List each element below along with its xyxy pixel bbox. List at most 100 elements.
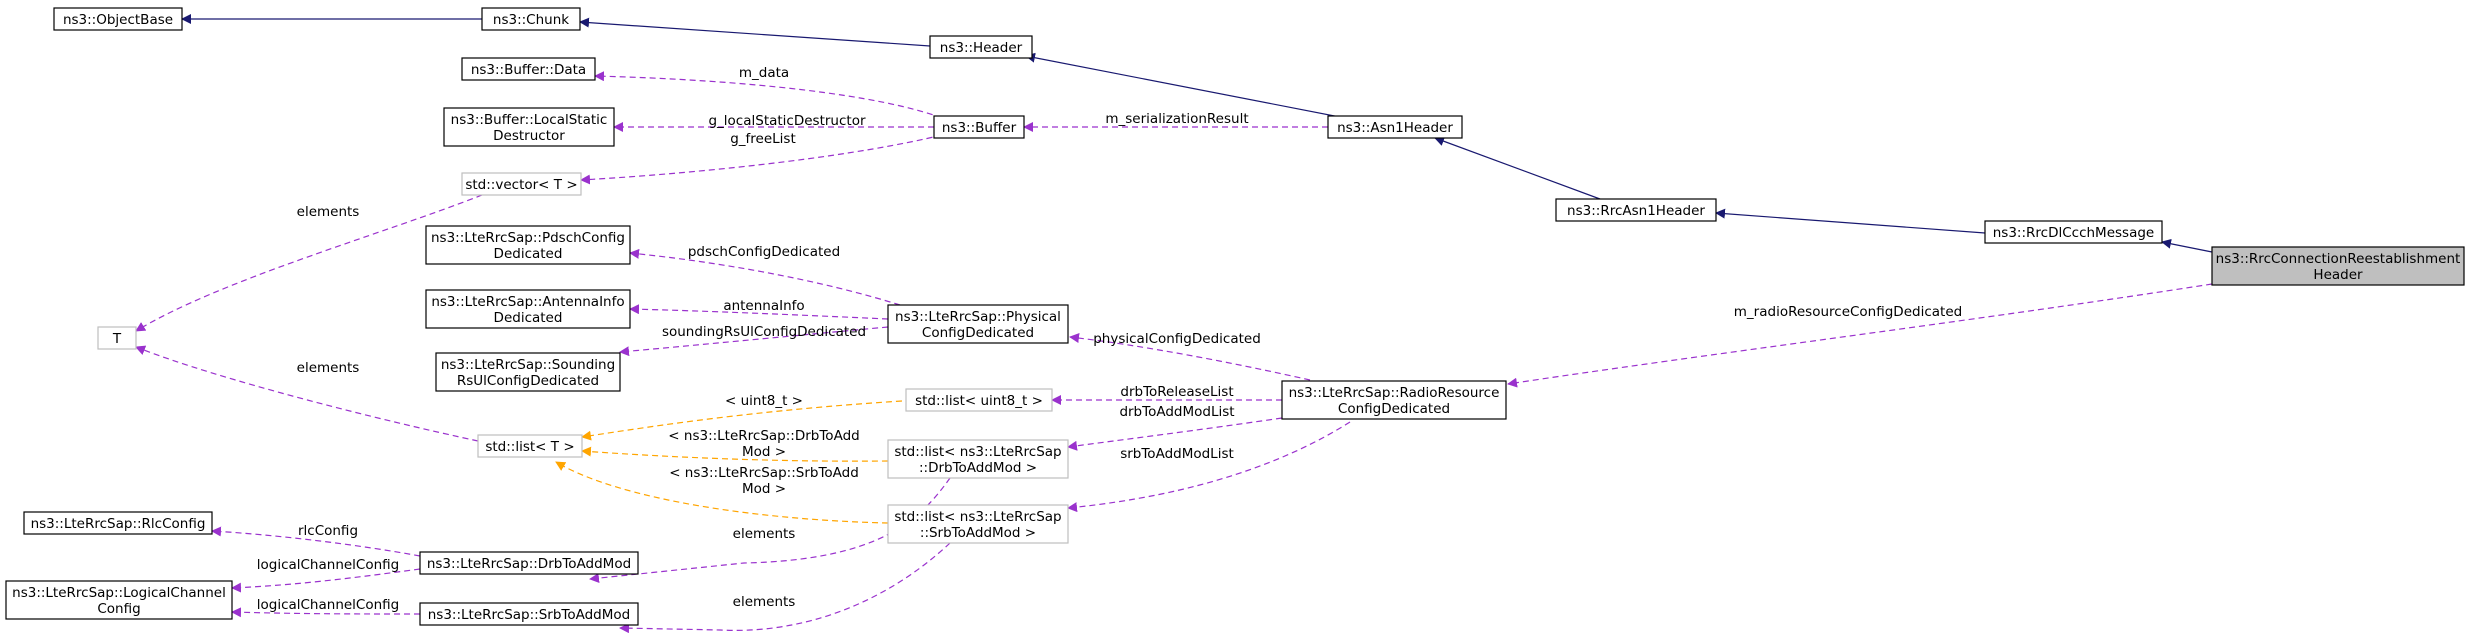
node-t[interactable]: T xyxy=(97,326,137,350)
node-label-line2: Destructor xyxy=(493,128,565,144)
edge-label-logicalchannelconfig-drb: logicalChannelConfig xyxy=(257,557,400,573)
node-buffer-localstaticdestructor[interactable]: ns3::Buffer::LocalStatic Destructor xyxy=(443,107,615,147)
edge-label-drbtoreleaselist: drbToReleaseList xyxy=(1120,384,1233,400)
node-chunk[interactable]: ns3::Chunk xyxy=(481,7,581,31)
edge-label-antennainfo: antennaInfo xyxy=(723,298,804,314)
node-list-srbtoaddmod[interactable]: std::list< ns3::LteRrcSap ::SrbToAddMod … xyxy=(887,504,1069,544)
node-soundingrsulconfigdedicated[interactable]: ns3::LteRrcSap::Sounding RsUlConfigDedic… xyxy=(435,352,621,392)
edge-label-physicalconfigdedicated: physicalConfigDedicated xyxy=(1093,331,1261,347)
node-label: std::vector< T > xyxy=(465,177,577,193)
node-rlcconfig[interactable]: ns3::LteRrcSap::RlcConfig xyxy=(23,511,213,535)
edge-vector-elements xyxy=(135,194,483,332)
node-label-line2: Dedicated xyxy=(494,246,563,262)
edge-rrcasn1header-to-asn1header xyxy=(1434,136,1601,200)
node-label-line2: ConfigDedicated xyxy=(922,325,1034,341)
edge-template-drb xyxy=(581,446,889,462)
node-label-line1: ns3::LteRrcSap::Sounding xyxy=(441,357,615,373)
node-rrcdlccchmessage[interactable]: ns3::RrcDlCcchMessage xyxy=(1984,220,2163,244)
node-label-line1: ns3::LteRrcSap::RadioResource xyxy=(1289,385,1500,401)
node-list-drbtoaddmod[interactable]: std::list< ns3::LteRrcSap ::DrbToAddMod … xyxy=(887,439,1069,479)
node-list-uint8[interactable]: std::list< uint8_t > xyxy=(905,388,1053,412)
edge-drb-rlcconfig xyxy=(211,526,421,557)
edge-physical-antenna xyxy=(629,304,889,320)
node-header[interactable]: ns3::Header xyxy=(929,35,1033,59)
node-rrcconnectionreestablishmentheader[interactable]: ns3::RrcConnectionReestablishment Header xyxy=(2211,246,2465,286)
edge-rrcdlccch-to-rrcasn1header xyxy=(1715,208,1986,234)
edge-physical-sounding xyxy=(619,326,889,357)
node-label: ns3::Header xyxy=(940,40,1023,56)
edge-label-template-srb-line2: Mod > xyxy=(742,481,786,497)
node-buffer[interactable]: ns3::Buffer xyxy=(933,115,1025,139)
node-label: std::list< uint8_t > xyxy=(915,393,1043,409)
edge-label-template-drb-line1: < ns3::LteRrcSap::DrbToAdd xyxy=(668,428,859,444)
node-label-line2: ::DrbToAddMod > xyxy=(919,460,1037,476)
node-label-line1: std::list< ns3::LteRrcSap xyxy=(894,509,1061,525)
edge-focus-radioresource xyxy=(1507,283,2213,388)
node-label: T xyxy=(112,331,122,347)
edge-listdrb-elements xyxy=(589,477,951,584)
edge-buffer-g-freelist xyxy=(580,134,943,185)
node-srbtoaddmod[interactable]: ns3::LteRrcSap::SrbToAddMod xyxy=(419,602,639,626)
node-antennainfodedicated[interactable]: ns3::LteRrcSap::AntennaInfo Dedicated xyxy=(425,289,631,329)
edge-label-srbtoaddmodlist: srbToAddModList xyxy=(1120,446,1234,462)
edge-asn1header-to-header xyxy=(1025,52,1351,120)
nodes: ns3::ObjectBase ns3::Chunk ns3::Header n… xyxy=(5,7,2465,626)
edge-listsrb-elements xyxy=(619,542,951,634)
edge-labels: m_data g_localStaticDestructor g_freeLis… xyxy=(257,65,1962,613)
edge-focus-to-rrcdlccch xyxy=(2161,238,2213,253)
edge-label-m-data: m_data xyxy=(739,65,789,81)
edge-label-vector-elements: elements xyxy=(297,204,360,220)
node-label: ns3::Chunk xyxy=(493,12,569,28)
edge-list-elements xyxy=(135,345,479,442)
node-label-line1: ns3::RrcConnectionReestablishment xyxy=(2216,251,2461,267)
edge-buffer-m-data xyxy=(594,71,943,119)
node-pdschconfigdedicated[interactable]: ns3::LteRrcSap::PdschConfig Dedicated xyxy=(425,225,631,265)
node-list-t[interactable]: std::list< T > xyxy=(477,434,583,458)
edge-label-template-drb-line2: Mod > xyxy=(742,444,786,460)
node-label-line2: Header xyxy=(2313,267,2363,283)
node-label: ns3::Buffer::Data xyxy=(471,62,586,78)
node-label-line1: ns3::Buffer::LocalStatic xyxy=(451,112,608,128)
edge-drb-logicalchannel xyxy=(231,568,421,593)
edge-label-m-radioresourceconfigdedicated: m_radioResourceConfigDedicated xyxy=(1734,304,1962,320)
node-label-line1: ns3::LteRrcSap::Physical xyxy=(895,309,1061,325)
edges xyxy=(135,14,2213,634)
edge-label-template-srb-line1: < ns3::LteRrcSap::SrbToAdd xyxy=(669,465,859,481)
edge-label-soundingrsulconfigdedicated: soundingRsUlConfigDedicated xyxy=(662,324,866,340)
edge-radioresource-srbtoaddmodlist xyxy=(1067,421,1351,513)
edge-template-srb xyxy=(555,461,889,524)
node-buffer-data[interactable]: ns3::Buffer::Data xyxy=(461,57,596,81)
node-radioresourceconfigdedicated[interactable]: ns3::LteRrcSap::RadioResource ConfigDedi… xyxy=(1281,380,1507,420)
edge-label-drbtoaddmodlist: drbToAddModList xyxy=(1119,404,1234,420)
node-label-line2: ::SrbToAddMod > xyxy=(920,525,1036,541)
node-label-line2: Dedicated xyxy=(494,310,563,326)
node-asn1header[interactable]: ns3::Asn1Header xyxy=(1327,115,1463,139)
edge-radioresource-physical xyxy=(1069,333,1311,381)
node-label: ns3::Asn1Header xyxy=(1337,120,1453,136)
node-label: ns3::LteRrcSap::SrbToAddMod xyxy=(428,607,630,623)
edge-label-rlcconfig: rlcConfig xyxy=(298,523,358,539)
edge-label-listdrb-elements: elements xyxy=(733,526,796,542)
node-label: std::list< T > xyxy=(485,439,574,455)
node-label: ns3::RrcAsn1Header xyxy=(1567,203,1705,219)
edge-radioresource-drbtoaddmodlist xyxy=(1067,417,1283,451)
node-label: ns3::RrcDlCcchMessage xyxy=(1993,225,2154,241)
edge-srb-logicalchannel xyxy=(231,607,421,618)
node-label-line1: ns3::LteRrcSap::LogicalChannel xyxy=(12,585,226,601)
node-vector-t[interactable]: std::vector< T > xyxy=(461,172,582,196)
node-label-line1: std::list< ns3::LteRrcSap xyxy=(894,444,1061,460)
node-label: ns3::ObjectBase xyxy=(63,12,173,28)
node-drbtoaddmod[interactable]: ns3::LteRrcSap::DrbToAddMod xyxy=(419,551,639,575)
edge-label-g-freelist: g_freeList xyxy=(730,131,796,147)
edge-physical-pdsch xyxy=(629,248,901,306)
node-label: ns3::Buffer xyxy=(942,120,1017,136)
node-objectbase[interactable]: ns3::ObjectBase xyxy=(53,7,183,31)
edge-label-list-elements: elements xyxy=(297,360,360,376)
node-logicalchannelconfig[interactable]: ns3::LteRrcSap::LogicalChannel Config xyxy=(5,580,233,620)
edge-label-m-serializationresult: m_serializationResult xyxy=(1105,111,1248,127)
edge-label-listsrb-elements: elements xyxy=(733,594,796,610)
node-physicalconfigdedicated[interactable]: ns3::LteRrcSap::Physical ConfigDedicated xyxy=(887,304,1069,344)
node-rrcasn1header[interactable]: ns3::RrcAsn1Header xyxy=(1555,198,1717,222)
node-label-line2: ConfigDedicated xyxy=(1338,401,1450,417)
